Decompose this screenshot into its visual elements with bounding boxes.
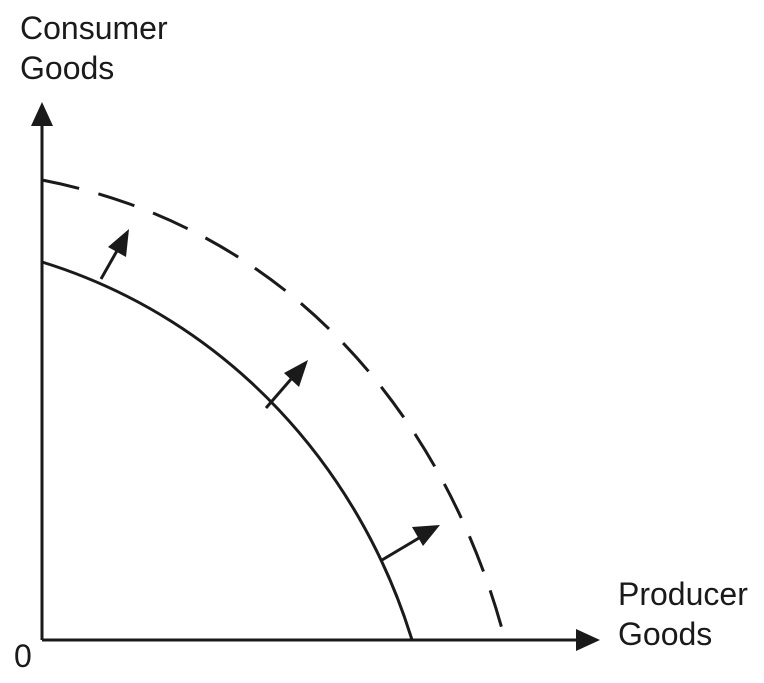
- shifted-ppf-curve: [41, 178, 507, 641]
- shift-arrow: [381, 525, 440, 562]
- y-axis-label-line-2: Goods: [20, 50, 115, 86]
- y-axis-label-line-1: Consumer: [20, 10, 168, 46]
- original-ppf-curve: [41, 260, 414, 641]
- shift-arrow: [99, 229, 129, 280]
- x-axis-label-line-1: Producer: [618, 576, 748, 612]
- shift-arrow: [264, 360, 308, 409]
- x-axis-label-line-2: Goods: [618, 616, 713, 652]
- origin-label: 0: [14, 638, 32, 674]
- y-axis-label: Consumer Goods: [20, 8, 168, 88]
- y-axis-arrowhead: [31, 102, 53, 126]
- x-axis-arrowhead: [576, 629, 600, 651]
- x-axis-label: Producer Goods: [618, 574, 748, 654]
